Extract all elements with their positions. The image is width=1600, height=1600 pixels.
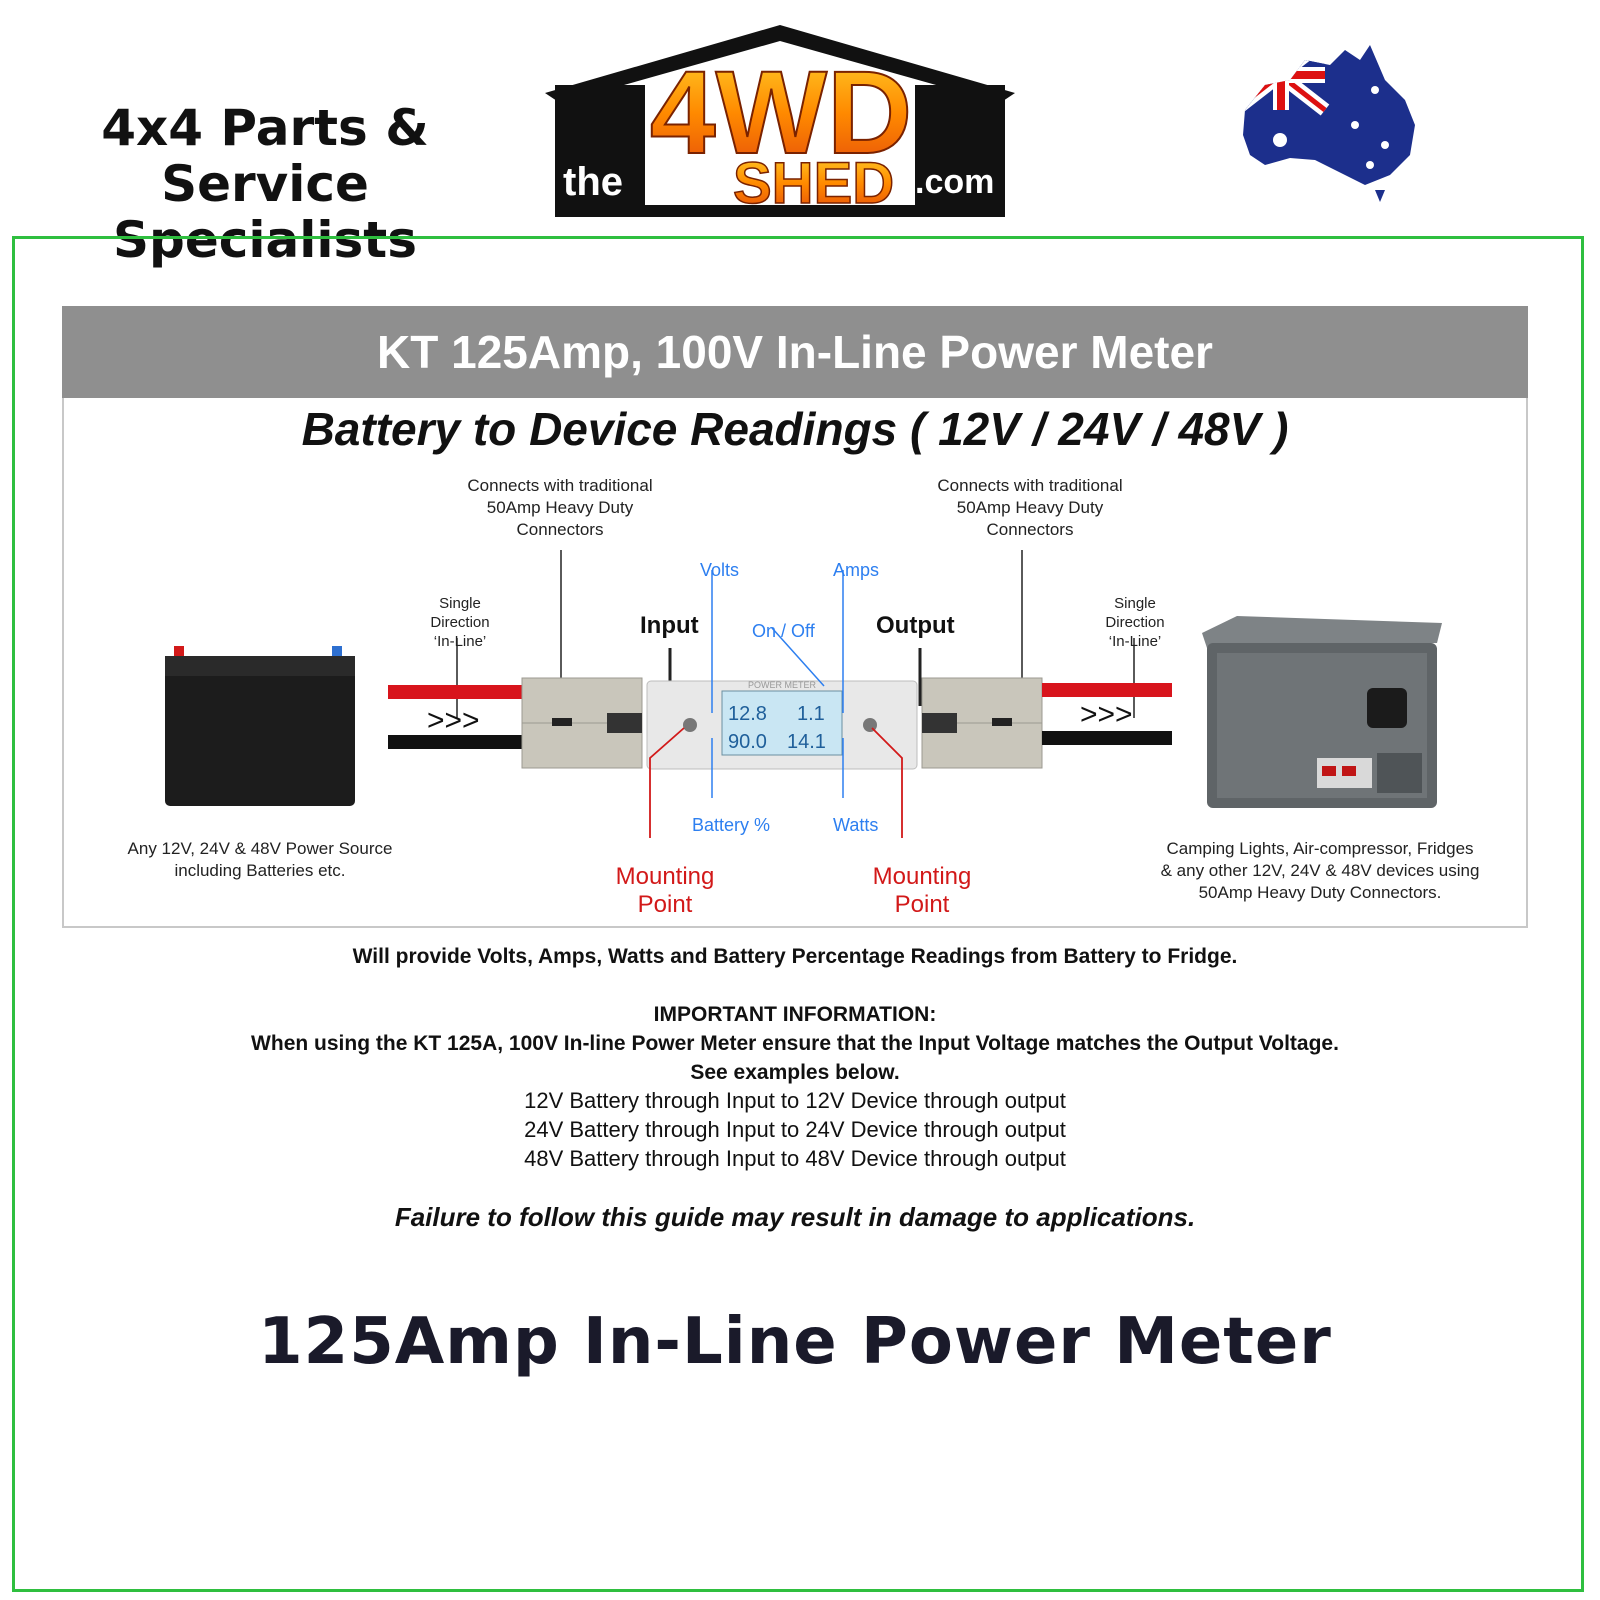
- connectors-note-right-line1: Connects with traditional: [937, 476, 1123, 495]
- damage-warning: Failure to follow this guide may result …: [394, 1202, 1196, 1232]
- example-48v: 48V Battery through Input to 48V Device …: [524, 1146, 1066, 1171]
- mounting-hole-left: [683, 718, 697, 732]
- input-label: Input: [640, 612, 699, 639]
- on-off-label: On / Off: [752, 621, 815, 641]
- the-4wd-shed-logo[interactable]: the 4WD SHED .com: [545, 25, 1035, 225]
- tagline-line2: Specialists: [113, 211, 417, 269]
- connectors-note-left-line1: Connects with traditional: [467, 476, 653, 495]
- logo-prefix: the: [563, 160, 623, 204]
- logo-big: 4WD: [650, 47, 912, 179]
- logo-middle: SHED: [733, 151, 894, 216]
- anderson-connector-right: [921, 677, 1043, 769]
- diagram-title: KT 125Amp, 100V In-Line Power Meter: [62, 306, 1528, 398]
- lcd-percent: 90.0: [728, 731, 767, 753]
- wiring-diagram: >>> POWER METER 12.8 1.1 90.0 14.1 >>>: [165, 550, 1442, 838]
- positive-wire-left: [388, 685, 528, 699]
- readings-summary: Will provide Volts, Amps, Watts and Batt…: [352, 945, 1238, 968]
- output-label: Output: [876, 612, 955, 639]
- mounting-right-line2: Point: [894, 891, 950, 918]
- anderson-connector-left: [521, 677, 643, 769]
- example-24v: 24V Battery through Input to 24V Device …: [524, 1117, 1066, 1142]
- leader-mounting-right: [871, 727, 903, 838]
- lcd-volts: 12.8: [728, 703, 767, 725]
- diagram-subtitle: Battery to Device Readings ( 12V / 24V /…: [301, 403, 1289, 455]
- arrow-left: >>>: [427, 704, 480, 737]
- camping-fridge-icon: [1202, 616, 1442, 808]
- positive-wire-right: [1042, 683, 1172, 697]
- content-frame: [12, 236, 1584, 1592]
- mounting-left-line2: Point: [637, 891, 693, 918]
- mounting-point-left: Mounting Point: [600, 863, 730, 919]
- example-12v: 12V Battery through Input to 12V Device …: [524, 1088, 1066, 1113]
- australia-flag-map-icon: [1243, 45, 1415, 202]
- logo-suffix: .com: [915, 163, 994, 201]
- device-caption-line3: 50Amp Heavy Duty Connectors.: [1198, 883, 1442, 902]
- source-caption-line2: including Batteries etc.: [174, 861, 346, 880]
- leader-mounting-left: [649, 727, 685, 838]
- direction-left-line3: ‘In-Line’: [433, 633, 487, 650]
- connectors-note-right-line2: 50Amp Heavy Duty: [956, 498, 1104, 517]
- direction-right-line2: Direction: [1105, 614, 1165, 631]
- device-caption-line1: Camping Lights, Air-compressor, Fridges: [1166, 839, 1474, 858]
- source-caption-line1: Any 12V, 24V & 48V Power Source: [127, 839, 393, 858]
- product-title: 125Amp In-Line Power Meter: [258, 1305, 1332, 1379]
- direction-right-line3: ‘In-Line’: [1108, 633, 1162, 650]
- meter-brand: POWER METER: [748, 680, 817, 690]
- connectors-note-left-line2: 50Amp Heavy Duty: [486, 498, 634, 517]
- tagline: 4x4 Parts & Service Specialists: [20, 100, 510, 268]
- battery-percent-label: Battery %: [692, 815, 771, 835]
- leader-on-off: [771, 627, 825, 687]
- direction-label-left: Single Direction ‘In-Line’: [400, 594, 520, 651]
- device-caption: Camping Lights, Air-compressor, Fridges …: [1130, 838, 1510, 904]
- direction-label-right: Single Direction ‘In-Line’: [1075, 594, 1195, 651]
- important-line-1: When using the KT 125A, 100V In-line Pow…: [251, 1032, 1339, 1055]
- important-line-2: See examples below.: [690, 1061, 900, 1084]
- connectors-note-left-line3: Connectors: [516, 520, 604, 539]
- negative-wire-left: [388, 735, 528, 749]
- tagline-line1: 4x4 Parts & Service: [101, 99, 429, 213]
- amps-label: Amps: [833, 560, 880, 580]
- volts-label: Volts: [700, 560, 740, 580]
- watts-label: Watts: [833, 815, 879, 835]
- connectors-note-right-line3: Connectors: [986, 520, 1074, 539]
- important-heading: IMPORTANT INFORMATION:: [653, 1003, 937, 1026]
- connectors-note-left: Connects with traditional 50Amp Heavy Du…: [430, 475, 690, 541]
- power-meter-body: POWER METER 12.8 1.1 90.0 14.1: [646, 680, 918, 770]
- direction-right-line1: Single: [1114, 595, 1156, 612]
- mounting-right-line1: Mounting: [872, 863, 972, 890]
- lcd-watts: 14.1: [787, 731, 826, 753]
- mounting-left-line1: Mounting: [615, 863, 715, 890]
- direction-left-line2: Direction: [430, 614, 490, 631]
- source-caption: Any 12V, 24V & 48V Power Source includin…: [90, 838, 430, 882]
- device-caption-line2: & any other 12V, 24V & 48V devices using: [1160, 861, 1480, 880]
- mounting-point-right: Mounting Point: [857, 863, 987, 919]
- lcd-screen: [721, 690, 843, 756]
- battery-icon: [165, 646, 355, 806]
- negative-wire-right: [1042, 731, 1172, 745]
- connectors-note-right: Connects with traditional 50Amp Heavy Du…: [900, 475, 1160, 541]
- direction-left-line1: Single: [439, 595, 481, 612]
- arrow-right: >>>: [1080, 698, 1133, 731]
- lcd-amps: 1.1: [797, 703, 825, 725]
